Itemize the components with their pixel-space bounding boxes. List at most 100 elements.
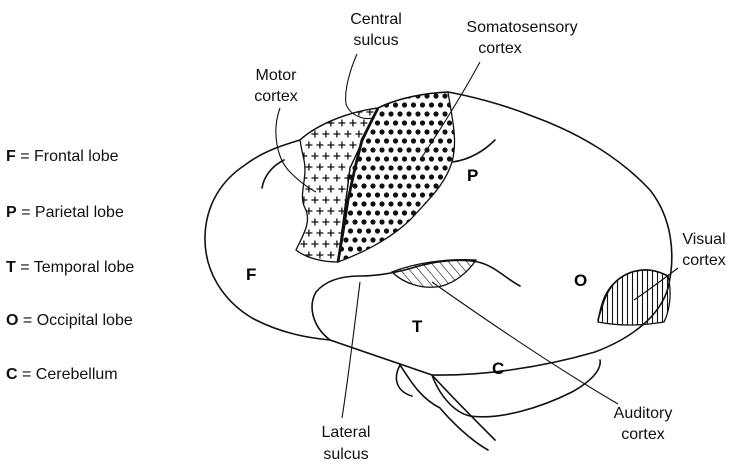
somatosensory-dot-mark	[357, 210, 362, 215]
auditory-cortex-label-line2: cortex	[621, 426, 665, 443]
motor-cortex-plus-mark	[333, 109, 340, 116]
somatosensory-dot-mark	[334, 93, 339, 98]
somatosensory-dot-mark	[393, 102, 398, 107]
somatosensory-leader	[420, 62, 480, 160]
somatosensory-dot-mark	[388, 165, 393, 170]
somatosensory-dot-mark	[370, 147, 375, 152]
somatosensory-dot-mark	[451, 219, 456, 224]
somatosensory-dot-mark	[361, 255, 366, 260]
somatosensory-dot-mark	[429, 246, 434, 251]
somatosensory-dot-mark	[447, 192, 452, 197]
somatosensory-dot-mark	[384, 156, 389, 161]
somatosensory-dot-mark	[375, 174, 380, 179]
somatosensory-dot-mark	[393, 174, 398, 179]
somatosensory-dot-mark	[388, 129, 393, 134]
motor-cortex-plus-mark	[300, 109, 307, 116]
motor-cortex-plus-mark	[289, 219, 296, 226]
motor-cortex-plus-mark	[294, 186, 301, 193]
somatosensory-dot-mark	[456, 120, 461, 125]
somatosensory-dot-mark	[442, 219, 447, 224]
somatosensory-dot-mark	[411, 246, 416, 251]
motor-cortex-plus-mark	[294, 120, 301, 127]
motor-cortex-plus-mark	[344, 263, 351, 270]
somatosensory-dot-mark	[361, 201, 366, 206]
auditory-cortex-leader	[432, 282, 618, 404]
somatosensory-dot-mark	[438, 156, 443, 161]
somatosensory-dot-mark	[415, 147, 420, 152]
somatosensory-dot-mark	[361, 147, 366, 152]
somatosensory-dot-mark	[442, 111, 447, 116]
somatosensory-dot-mark	[352, 237, 357, 242]
somatosensory-dot-mark	[393, 138, 398, 143]
somatosensory-dot-mark	[397, 201, 402, 206]
somatosensory-dot-mark	[411, 120, 416, 125]
somatosensory-dot-mark	[388, 93, 393, 98]
motor-cortex-plus-mark	[322, 263, 329, 270]
somatosensory-dot-mark	[451, 183, 456, 188]
motor-cortex-plus-mark	[355, 263, 362, 270]
somatosensory-dot-mark	[433, 255, 438, 260]
somatosensory-dot-mark	[370, 237, 375, 242]
motor-cortex-plus-mark	[294, 230, 301, 237]
somatosensory-dot-mark	[420, 138, 425, 143]
somatosensory-dot-mark	[406, 147, 411, 152]
somatosensory-dot-mark	[447, 210, 452, 215]
somatosensory-dot-mark	[429, 174, 434, 179]
somatosensory-dot-mark	[375, 138, 380, 143]
somatosensory-dot-mark	[438, 174, 443, 179]
motor-cortex-plus-mark	[289, 241, 296, 248]
somatosensory-dot-mark	[442, 201, 447, 206]
somatosensory-dot-mark	[397, 129, 402, 134]
somatosensory-dot-mark	[447, 228, 452, 233]
motor-cortex-plus-mark	[333, 263, 340, 270]
somatosensory-dot-mark	[370, 93, 375, 98]
somatosensory-dot-mark	[388, 183, 393, 188]
somatosensory-dot-mark	[343, 237, 348, 242]
temporal-lobe-letter: T	[412, 317, 423, 336]
motor-cortex-label-line1: Motor	[256, 67, 298, 84]
somatosensory-dot-mark	[361, 219, 366, 224]
somatosensory-dot-mark	[366, 102, 371, 107]
somatosensory-dot-mark	[424, 255, 429, 260]
lateral-sulcus-label-line2: sulcus	[323, 446, 368, 463]
somatosensory-dot-mark	[379, 201, 384, 206]
somatosensory-dot-mark	[420, 228, 425, 233]
somatosensory-dot-mark	[433, 219, 438, 224]
somatosensory-dot-mark	[415, 183, 420, 188]
somatosensory-dot-mark	[379, 147, 384, 152]
somatosensory-dot-mark	[393, 246, 398, 251]
lateral-sulcus-label-line1: Lateral	[322, 424, 371, 441]
somatosensory-label-line2: cortex	[478, 40, 522, 57]
somatosensory-dot-mark	[438, 246, 443, 251]
somatosensory-dot-mark	[393, 192, 398, 197]
somatosensory-dot-mark	[375, 120, 380, 125]
somatosensory-dot-mark	[415, 255, 420, 260]
somatosensory-dot-mark	[366, 156, 371, 161]
motor-cortex-plus-mark	[289, 109, 296, 116]
somatosensory-dot-mark	[348, 210, 353, 215]
somatosensory-dot-mark	[388, 147, 393, 152]
parietal-lobe-letter: P	[467, 166, 478, 185]
motor-cortex-plus-mark	[300, 263, 307, 270]
somatosensory-dot-mark	[411, 192, 416, 197]
frontal-fold	[262, 160, 284, 188]
somatosensory-dot-mark	[451, 201, 456, 206]
somatosensory-dot-mark	[456, 246, 461, 251]
somatosensory-dot-mark	[339, 102, 344, 107]
somatosensory-dot-mark	[357, 228, 362, 233]
somatosensory-dot-mark	[397, 255, 402, 260]
somatosensory-dot-mark	[361, 93, 366, 98]
central-sulcus-label-line2: sulcus	[353, 32, 398, 49]
somatosensory-dot-mark	[402, 120, 407, 125]
somatosensory-dot-mark	[456, 192, 461, 197]
somatosensory-dot-mark	[388, 219, 393, 224]
somatosensory-dot-mark	[438, 228, 443, 233]
somatosensory-dot-mark	[402, 102, 407, 107]
somatosensory-dot-mark	[438, 138, 443, 143]
somatosensory-dot-mark	[442, 93, 447, 98]
somatosensory-dot-mark	[402, 174, 407, 179]
somatosensory-dot-mark	[424, 237, 429, 242]
somatosensory-dot-mark	[375, 210, 380, 215]
motor-cortex-plus-mark	[371, 252, 378, 259]
somatosensory-dot-mark	[447, 138, 452, 143]
